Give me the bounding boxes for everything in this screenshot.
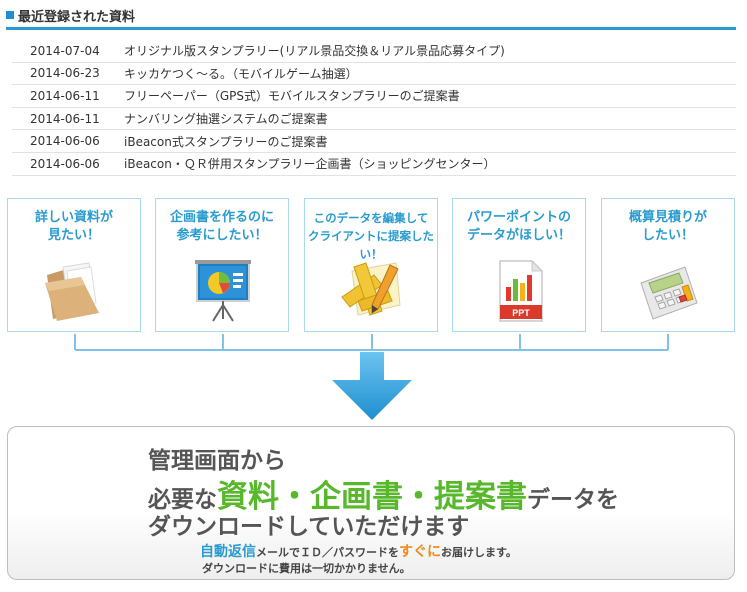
card-title: 詳しい資料が 見たい！ (8, 209, 140, 245)
card-estimate: 概算見積りが したい！ (601, 198, 735, 332)
feature-cards: 詳しい資料が 見たい！ 企画書を作るのに 参考にしたい！ (7, 198, 737, 334)
recent-documents-list: 2014-07-04 オリジナル版スタンプラリー(リアル景品交換＆リアル景品応募… (12, 40, 736, 176)
card-title-line1: 詳しい資料が (34, 210, 113, 225)
item-date: 2014-07-04 (30, 43, 100, 58)
ruler-pencil-icon (341, 262, 401, 316)
banner-line1: 管理画面から (148, 448, 286, 474)
section-header: 最近登録された資料 (6, 4, 736, 30)
card-title: パワーポイントの データがほしい！ (453, 209, 585, 245)
calculator-icon (640, 266, 698, 320)
item-date: 2014-06-06 (30, 156, 100, 171)
list-item[interactable]: 2014-06-06 iBeacon式スタンプラリーのご提案書 (12, 130, 736, 153)
card-title-line1: 企画書を作るのに (169, 210, 274, 225)
banner-note2: ダウンロードに費用は一切かかりません。 (202, 562, 411, 575)
banner-line2: 必要な資料・企画書・提案書データを (148, 471, 619, 516)
card-title-line1: 概算見積りが (628, 210, 707, 225)
note-soon: すぐに (399, 544, 441, 560)
card-title: 概算見積りが したい！ (602, 209, 734, 245)
card-detailed-docs: 詳しい資料が 見たい！ (7, 198, 141, 332)
item-link[interactable]: キッカケつく〜る。（モバイルゲーム抽選） (124, 66, 358, 81)
item-date: 2014-06-06 (30, 134, 100, 149)
item-link[interactable]: フリーペーパー（GPS式）モバイルスタンプラリーのご提案書 (124, 89, 460, 104)
item-link[interactable]: オリジナル版スタンプラリー(リアル景品交換＆リアル景品応募タイプ) (124, 44, 505, 59)
section-title: 最近登録された資料 (18, 10, 136, 25)
ppt-label: PPT (512, 308, 530, 318)
list-item[interactable]: 2014-06-11 ナンバリング抽選システムのご提案書 (12, 108, 736, 131)
list-item[interactable]: 2014-07-04 オリジナル版スタンプラリー(リアル景品交換＆リアル景品応募… (12, 40, 736, 63)
down-arrow-icon (332, 352, 412, 420)
card-powerpoint: パワーポイントの データがほしい！ PPT (452, 198, 586, 332)
list-item[interactable]: 2014-06-11 フリーペーパー（GPS式）モバイルスタンプラリーのご提案書 (12, 85, 736, 108)
note-auto-reply: 自動返信 (200, 544, 256, 560)
banner-line2-post: データを (527, 487, 619, 513)
banner-note1: 自動返信メールでＩＤ／パスワードをすぐにお届けします。 (200, 541, 517, 561)
note-mid: メールでＩＤ／パスワードを (256, 546, 399, 559)
card-title-line2: クライアントに提案したい！ (307, 229, 435, 261)
card-title: 企画書を作るのに 参考にしたい！ (156, 209, 288, 245)
item-link[interactable]: ナンバリング抽選システムのご提案書 (124, 112, 328, 127)
ppt-file-icon: PPT (499, 259, 544, 322)
list-item[interactable]: 2014-06-23 キッカケつく〜る。（モバイルゲーム抽選） (12, 63, 736, 86)
card-title: このデータを編集して クライアントに提案したい！ (305, 209, 437, 263)
card-title-line1: パワーポイントの (466, 210, 571, 225)
banner-line3: ダウンロードしていただけます (148, 514, 470, 540)
folder-icon (45, 262, 99, 321)
card-title-line2: 参考にしたい！ (176, 228, 268, 243)
item-link[interactable]: iBeacon・ＱＲ併用スタンプラリー企画書（ショッピングセンター） (124, 157, 496, 172)
item-date: 2014-06-11 (30, 111, 100, 126)
download-banner: 管理画面から 必要な資料・企画書・提案書データを ダウンロードしていただけます … (7, 426, 735, 580)
list-item[interactable]: 2014-06-06 iBeacon・ＱＲ併用スタンプラリー企画書（ショッピング… (12, 153, 736, 176)
item-date: 2014-06-11 (30, 88, 100, 103)
card-title-line1: このデータを編集して (313, 211, 429, 225)
square-bullet-icon (6, 10, 14, 19)
item-link[interactable]: iBeacon式スタンプラリーのご提案書 (124, 134, 328, 149)
presentation-board-icon (195, 260, 251, 322)
banner-highlight: 資料・企画書・提案書 (217, 479, 527, 515)
card-title-line2: データがほしい！ (466, 228, 571, 243)
card-title-line2: 見たい！ (47, 228, 100, 243)
card-edit-data: このデータを編集して クライアントに提案したい！ (304, 198, 438, 332)
banner-line2-pre: 必要な (148, 487, 217, 513)
item-date: 2014-06-23 (30, 66, 100, 81)
note-end: お届けします。 (441, 546, 517, 559)
card-proposal-reference: 企画書を作るのに 参考にしたい！ (155, 198, 289, 332)
card-title-line2: したい！ (641, 228, 694, 243)
